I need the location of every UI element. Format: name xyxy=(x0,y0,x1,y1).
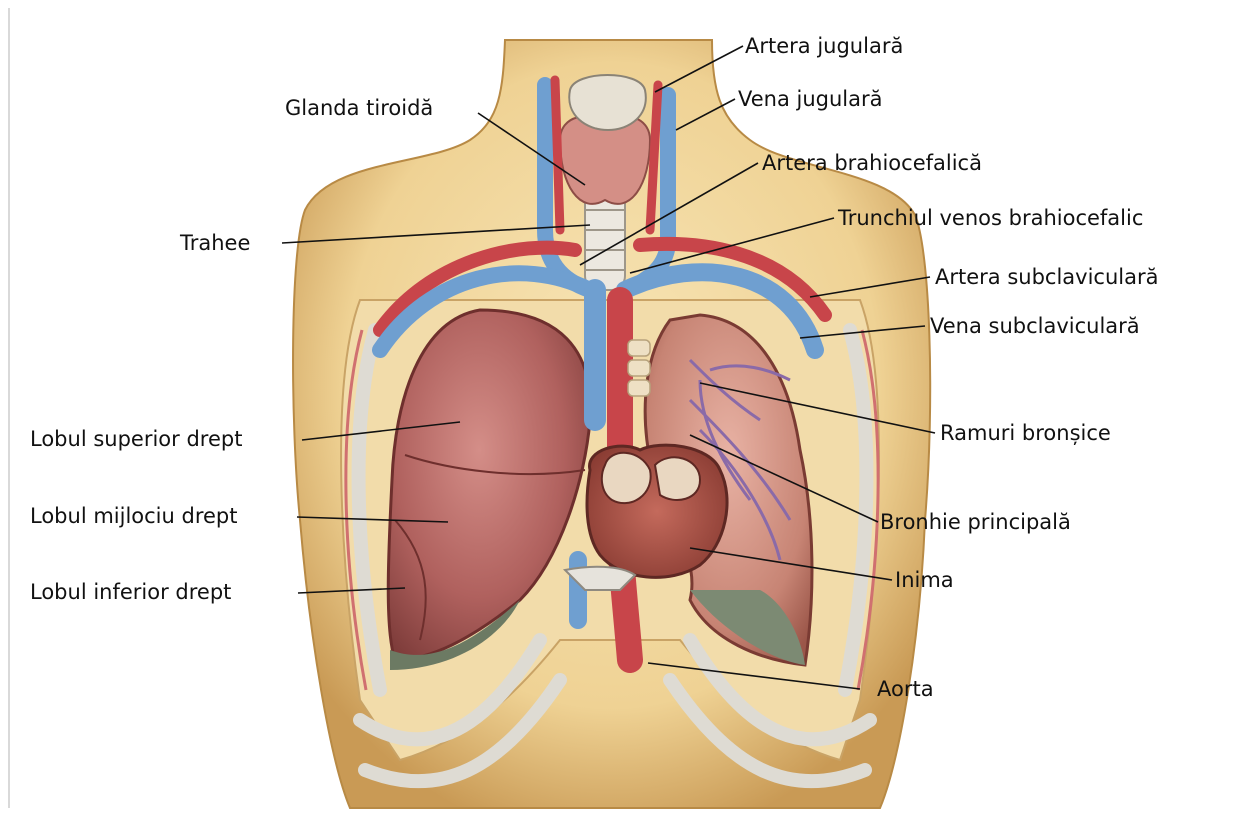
label-inima: Inima xyxy=(895,568,954,592)
label-lobul-superior-drept: Lobul superior drept xyxy=(30,427,242,451)
heart-chamber xyxy=(602,453,651,503)
label-aorta: Aorta xyxy=(877,677,934,701)
spine-segment xyxy=(628,340,650,396)
heart-chamber-2 xyxy=(655,457,700,500)
label-bronhie-principala: Bronhie principală xyxy=(880,510,1071,534)
right-carotid-artery xyxy=(555,80,560,230)
label-lobul-inferior-drept: Lobul inferior drept xyxy=(30,580,231,604)
label-trahee: Trahee xyxy=(180,231,250,255)
label-artera-jugulara: Artera jugulară xyxy=(745,34,903,58)
label-ramuri-bronsice: Ramuri bronșice xyxy=(940,421,1111,445)
label-artera-brahiocefalica: Artera brahiocefalică xyxy=(762,151,982,175)
label-trunchiul-venos-brahiocefalic: Trunchiul venos brahiocefalic xyxy=(838,206,1143,230)
label-lobul-mijlociu-drept: Lobul mijlociu drept xyxy=(30,504,238,528)
label-glanda-tiroida: Glanda tiroidă xyxy=(285,96,433,120)
label-artera-subclaviculara: Artera subclaviculară xyxy=(935,265,1158,289)
label-vena-subclaviculara: Vena subclaviculară xyxy=(930,314,1140,338)
label-vena-jugulara: Vena jugulară xyxy=(738,87,883,111)
larynx xyxy=(569,75,646,130)
